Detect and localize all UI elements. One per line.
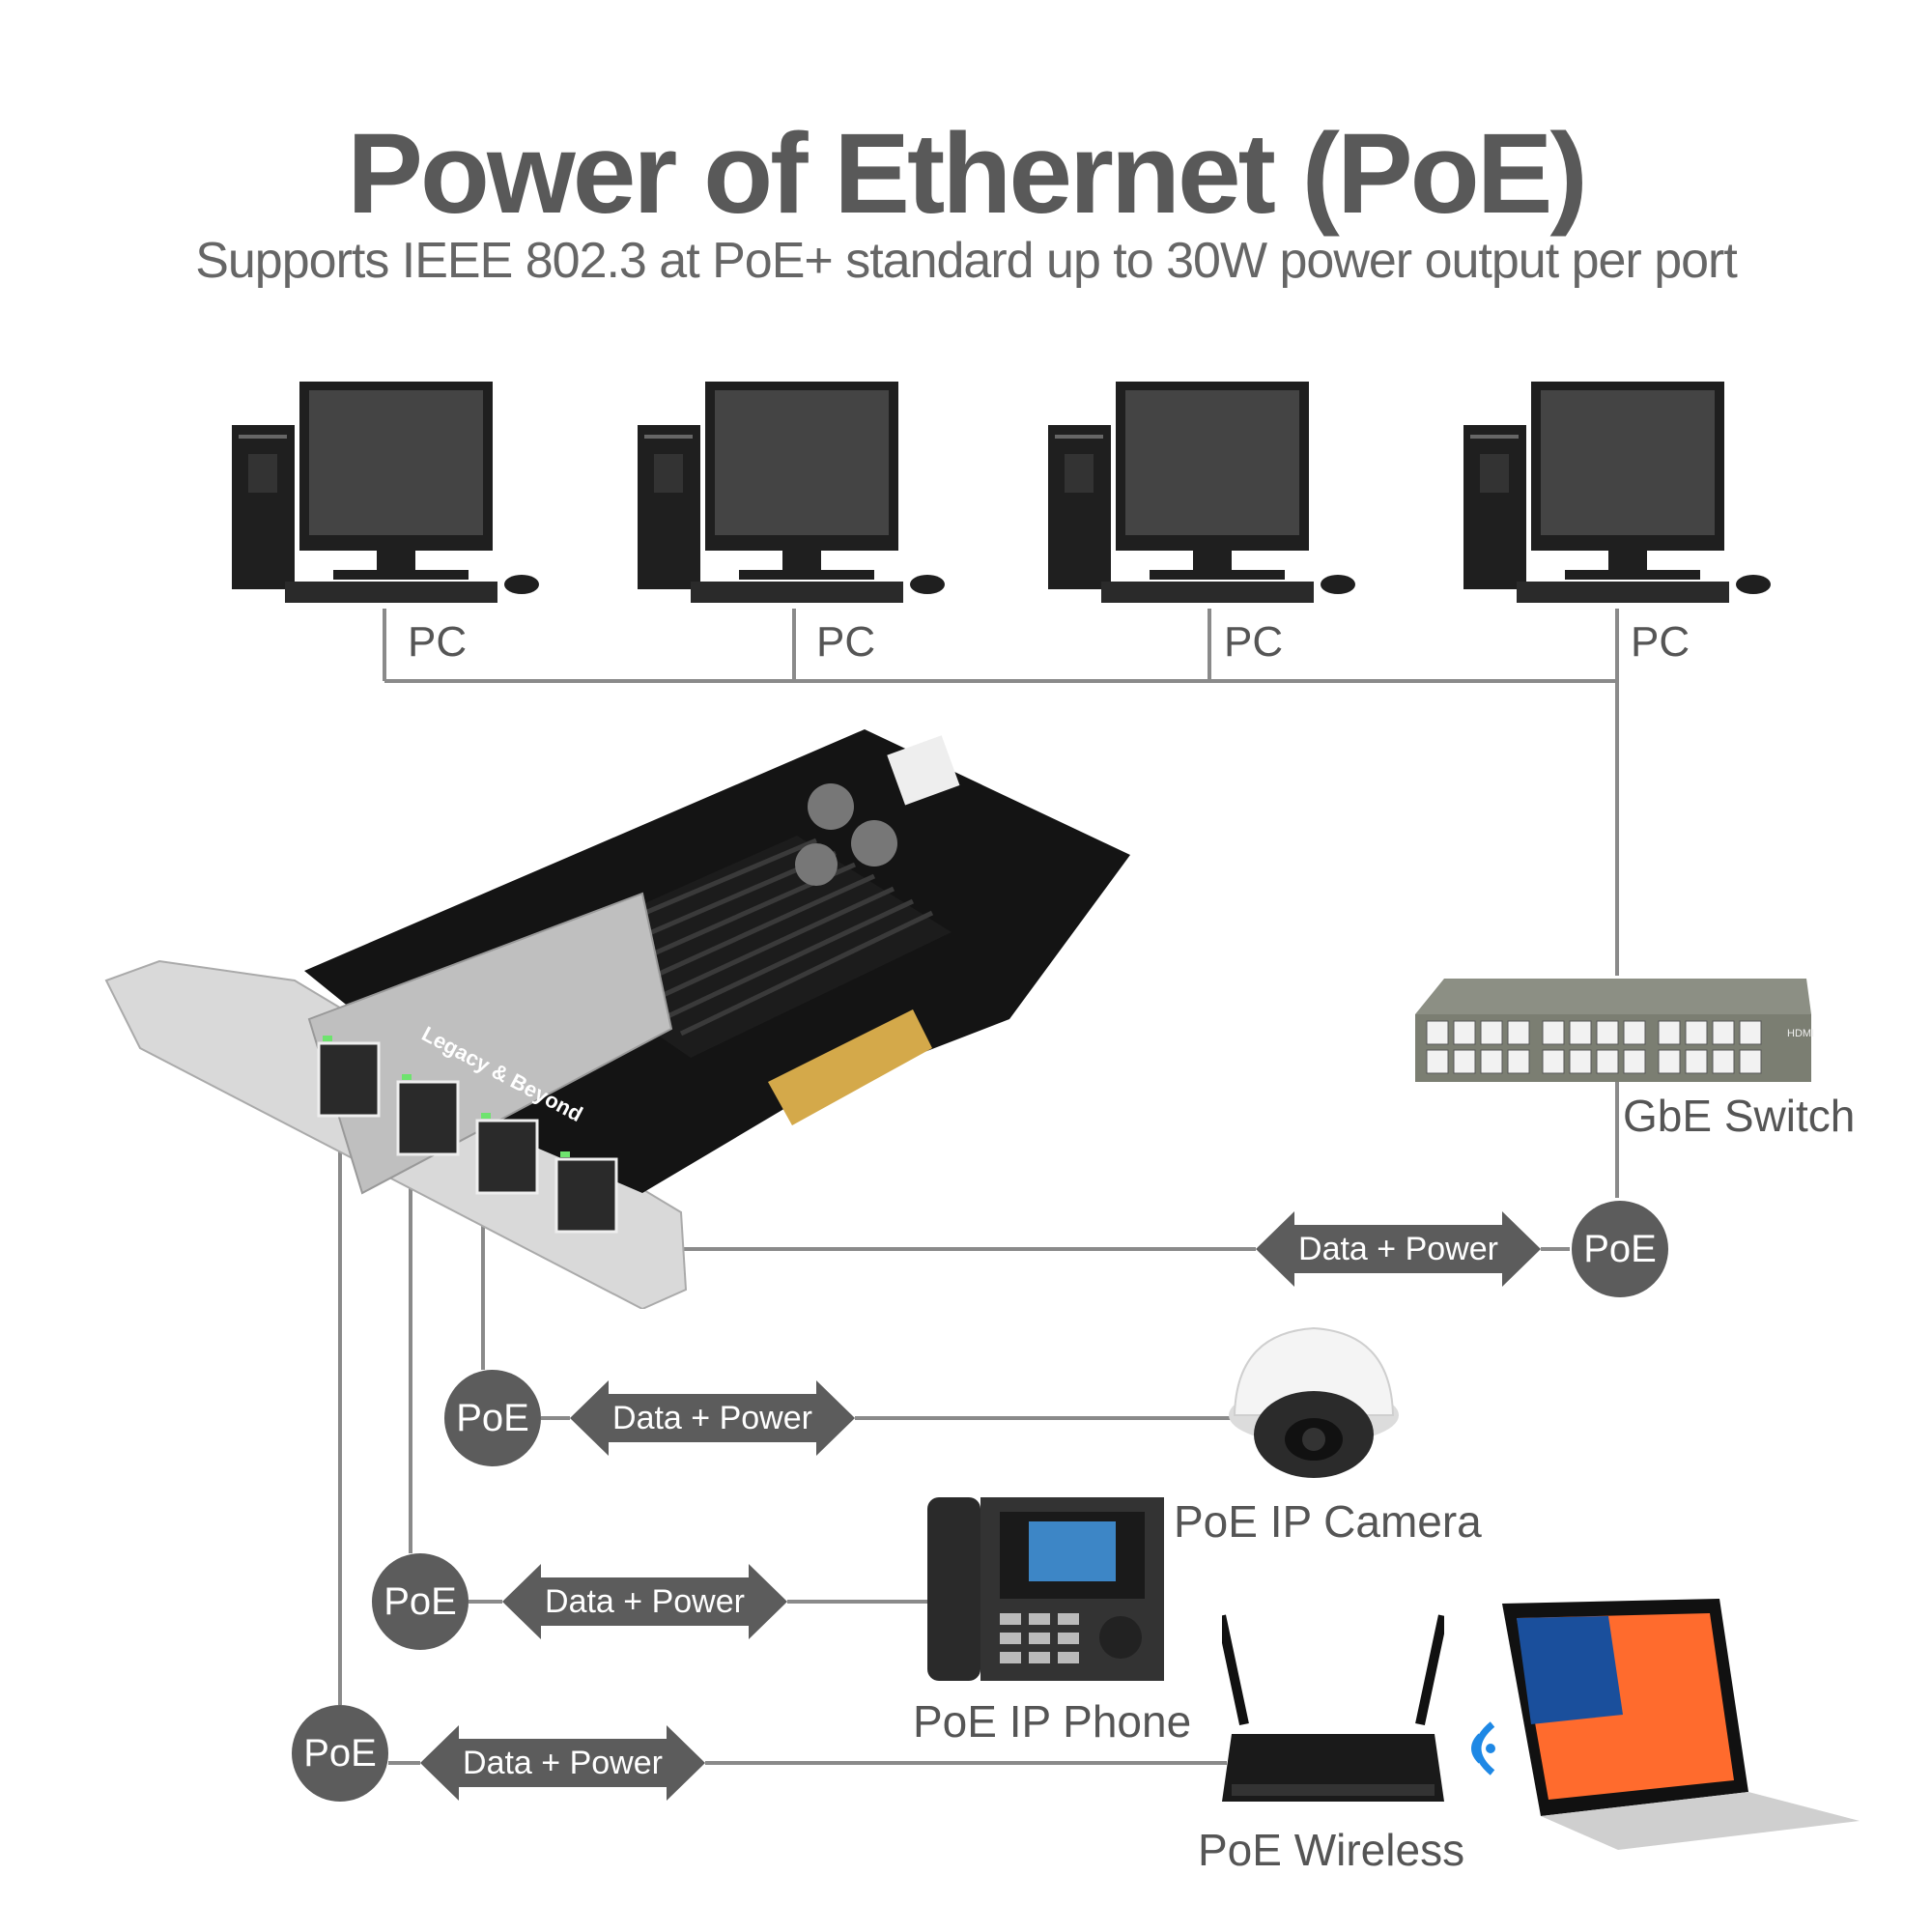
laptop xyxy=(1502,1599,1860,1850)
switch-port xyxy=(1426,1049,1449,1074)
switch-port xyxy=(1480,1020,1503,1045)
switch-port xyxy=(1569,1020,1592,1045)
switch-port xyxy=(1712,1020,1735,1045)
switch-port xyxy=(1542,1020,1565,1045)
switch-port xyxy=(1569,1049,1592,1074)
wireless-label: PoE Wireless xyxy=(1198,1825,1465,1875)
camera-label: PoE IP Camera xyxy=(1174,1496,1482,1547)
nic-ports xyxy=(317,1036,618,1234)
switch-port xyxy=(1596,1020,1619,1045)
switch-port xyxy=(1623,1049,1646,1074)
switch-port xyxy=(1426,1020,1449,1045)
gbe-switch: HDMI xyxy=(1415,979,1814,1082)
switch-port xyxy=(1596,1049,1619,1074)
pc-3 xyxy=(1048,382,1355,603)
switch-port xyxy=(1480,1049,1503,1074)
switch-port xyxy=(1739,1020,1762,1045)
ip-camera xyxy=(1229,1326,1399,1478)
pc-label-4: PC xyxy=(1631,618,1690,666)
switch-port xyxy=(1453,1049,1476,1074)
switch-port xyxy=(1658,1020,1681,1045)
pc-label-2: PC xyxy=(816,618,876,666)
nic-port-led xyxy=(481,1113,491,1119)
switch-port xyxy=(1685,1020,1708,1045)
switch-ports xyxy=(1426,1020,1762,1074)
poe-badge-switch: PoE xyxy=(1572,1201,1668,1297)
poe-badge-wireless: PoE xyxy=(292,1705,388,1802)
switch-port xyxy=(1507,1020,1530,1045)
page-subtitle: Supports IEEE 802.3 at PoE+ standard up … xyxy=(195,233,1738,289)
wireless-router xyxy=(1222,1614,1444,1802)
pc-2 xyxy=(638,382,945,603)
nic-port xyxy=(554,1157,618,1234)
pc-label-3: PC xyxy=(1224,618,1284,666)
switch-port xyxy=(1658,1049,1681,1074)
hdmi-text: HDMI xyxy=(1787,1028,1814,1039)
switch-label: GbE Switch xyxy=(1623,1091,1856,1141)
nic-port-led xyxy=(323,1036,332,1041)
pc-1 xyxy=(232,382,539,603)
pc-label-1: PC xyxy=(408,618,468,666)
nic-port xyxy=(396,1080,460,1156)
poe-badge-camera: PoE xyxy=(444,1370,541,1466)
poe-badge-phone: PoE xyxy=(372,1553,469,1650)
switch-port xyxy=(1712,1049,1735,1074)
poe-nic-card: Legacy & Beyond xyxy=(104,729,1130,1309)
nic-port-led xyxy=(402,1074,412,1080)
wifi-icon xyxy=(1471,1721,1495,1776)
pc-4 xyxy=(1463,382,1771,603)
nic-port-led xyxy=(560,1151,570,1157)
ip-phone xyxy=(927,1497,1164,1681)
switch-port xyxy=(1542,1049,1565,1074)
switch-port xyxy=(1453,1020,1476,1045)
page-title: Power of Ethernet (PoE) xyxy=(347,110,1588,238)
phone-label: PoE IP Phone xyxy=(913,1696,1192,1747)
switch-port xyxy=(1623,1020,1646,1045)
switch-port xyxy=(1507,1049,1530,1074)
nic-port xyxy=(475,1119,539,1195)
switch-port xyxy=(1685,1049,1708,1074)
switch-port xyxy=(1739,1049,1762,1074)
nic-port xyxy=(317,1041,381,1118)
